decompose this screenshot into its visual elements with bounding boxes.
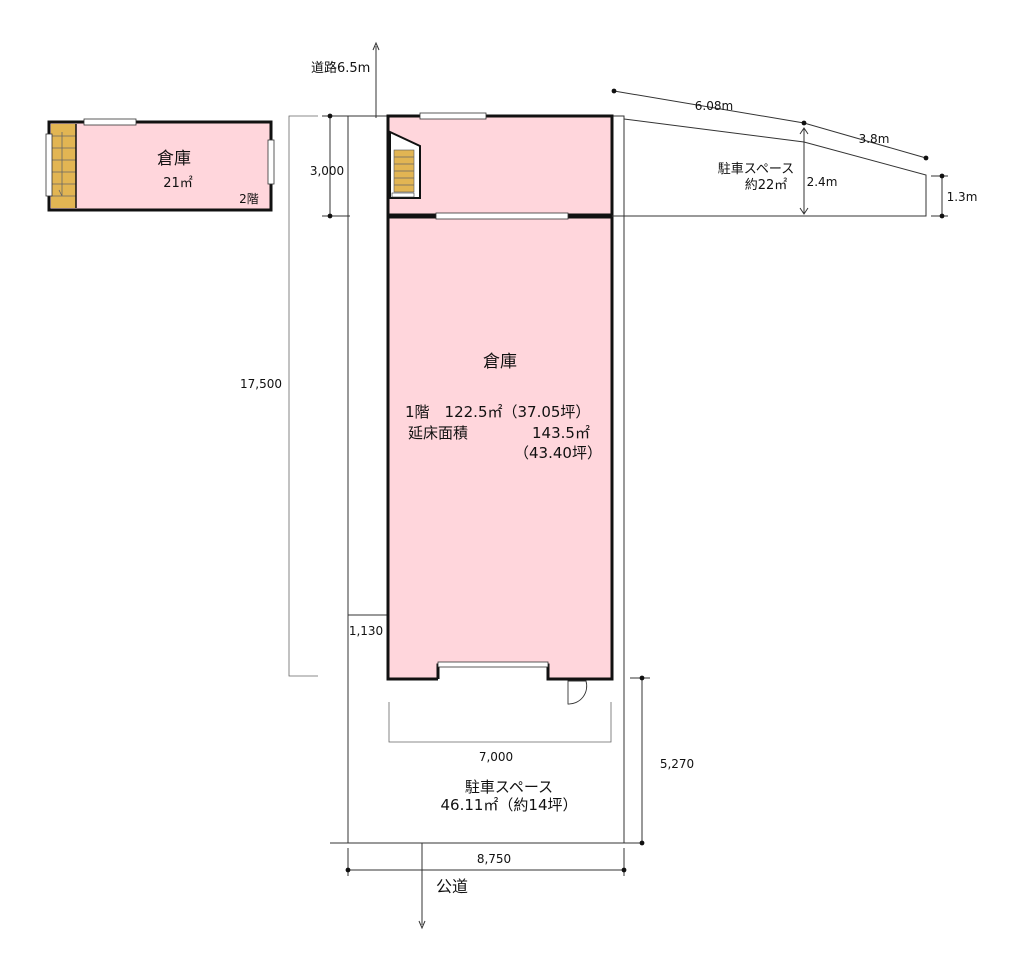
- main-floor1-area: 1階 122.5㎡（37.05坪）: [405, 403, 590, 421]
- dim-1-3m: 1.3m: [947, 190, 978, 204]
- dim-8750: 8,750: [477, 852, 511, 866]
- road-top-label: 道路6.5m: [311, 60, 370, 76]
- shutter-opening: [437, 661, 549, 668]
- annex-building: [45, 118, 275, 212]
- parking-top-area: 約22㎡: [745, 178, 788, 193]
- annex-area: 21㎡: [163, 176, 193, 191]
- annex-stair: [51, 124, 76, 208]
- lot-outline: [330, 115, 642, 844]
- dim-3-8m: 3.8m: [859, 132, 890, 146]
- annex-floor: 2階: [239, 191, 259, 206]
- parking-top-label: 駐車スペース: [718, 162, 794, 177]
- dim-7000: 7,000: [479, 750, 513, 764]
- annex-window-top: [83, 118, 137, 126]
- dim-6-08m: 6.08m: [695, 99, 733, 113]
- main-stair-treads: [394, 156, 414, 186]
- road-bottom-label: 公道: [436, 877, 468, 896]
- interior-opening: [435, 212, 569, 220]
- annex-stair-treads: [51, 135, 76, 197]
- main-room-fill-upper: [389, 117, 611, 215]
- top-window: [419, 112, 487, 120]
- road-arrows: [372, 41, 426, 930]
- parking-bottom-area: 46.11㎡（約14坪）: [440, 796, 577, 814]
- parking-bottom-label: 駐車スペース: [465, 778, 553, 796]
- dim-17500: 17,500: [240, 377, 282, 391]
- main-total-tsubo: （43.40坪）: [514, 444, 602, 462]
- dimension-lines: [288, 113, 650, 876]
- main-room-fill: [389, 217, 611, 679]
- dim-3000: 3,000: [310, 164, 344, 178]
- dim-5270: 5,270: [660, 757, 694, 771]
- annex-window-right: [267, 139, 275, 185]
- annex-title: 倉庫: [157, 149, 191, 169]
- dim-1130: 1,130: [349, 624, 383, 638]
- parking-top-outline: [611, 88, 948, 219]
- main-total-label: 延床面積: [408, 424, 468, 442]
- main-total-area: 143.5㎡: [532, 424, 590, 442]
- entry-door: [567, 680, 588, 705]
- main-building: [386, 112, 614, 705]
- dim-2-4m: 2.4m: [807, 175, 838, 189]
- annex-window-left: [45, 133, 53, 197]
- main-title: 倉庫: [483, 352, 517, 372]
